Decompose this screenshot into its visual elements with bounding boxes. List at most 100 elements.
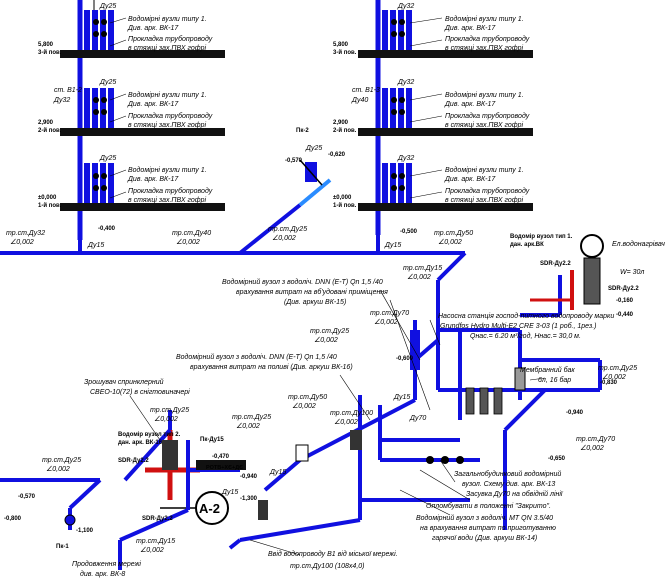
floor-label: 3-й пов. [38, 49, 62, 56]
floor-2-right [358, 88, 533, 136]
meter-label: на врахування витрат по приготуванню [420, 525, 557, 532]
elev-label: -0,400 [98, 226, 116, 232]
dn-label: Ду32 [397, 155, 414, 162]
meter-label: Загальнобудинковий водомірний [454, 470, 561, 478]
riser-id: ст. В1-2 [54, 87, 82, 94]
note: Прокладка трубопроводу [445, 187, 530, 195]
pk-label: Пк-Ду15 [200, 437, 224, 443]
note: Див. арк. ВК-17 [444, 176, 496, 183]
dn-label: Ду15 [384, 242, 401, 249]
meter-label: Водомір вузол тип 2. [118, 432, 181, 438]
meter-label: врахування витрат на поливі (Див. аркуш … [190, 363, 353, 371]
elev-label: 2,900 [38, 120, 54, 126]
elev-label: -1,300 [240, 496, 258, 502]
elev-label-floor: 2-й пов. [38, 127, 62, 134]
pipe-label: тр.ст.Ду70 [370, 310, 409, 317]
dn-label: Ду25 [99, 3, 116, 10]
pipe-label: тр.ст.Ду50 [434, 230, 473, 237]
elev-label: -0,940 [240, 474, 258, 480]
pk2-valve: Пк-2 Ду25 -0,570 -0,620 [285, 128, 346, 186]
note: Водомірні вузли типу 1. [128, 166, 207, 174]
water-heater-group: Водомір вузол тип 1. дан. арк.ВК Ел.водо… [510, 234, 665, 318]
floor-label: 3-й пов. [333, 49, 357, 56]
slope-label: ∠0,002 [374, 318, 398, 326]
pump-label: Qнас.= 6.20 м³/год, Hнас.= 30,0 м. [470, 332, 581, 340]
meter-label: Водомірний вузол з водоліч. DNN (E-T) Qn… [176, 353, 337, 361]
slope-label: ∠0,002 [236, 422, 260, 430]
note: в стяжці зах.ПВХ гофрі [128, 196, 207, 204]
elev-label: -0,800 [4, 516, 22, 522]
dn-label: Ду25 [305, 145, 322, 152]
tank-label: 6л, 16 бар [538, 376, 571, 384]
pipe-label: тр.ст.Ду100 [330, 410, 373, 417]
pipe-label: тр.ст.Ду70 [576, 436, 615, 443]
left-lower: Зрошувач спринклерний CBEO-10(72) в сніг… [0, 378, 246, 578]
meter-label: Водомір вузол тип 1. [510, 234, 573, 240]
riser-id: ст. В1-3 [352, 87, 380, 94]
code-label: SDR-Ду2.2 [118, 458, 149, 464]
dn-label: Ду15 [221, 489, 238, 496]
axon-marker: A-2 [160, 491, 229, 525]
meter-label: Водомірний вузол з водоліч. MT QN 3.5/40 [416, 514, 553, 522]
note: Див. арк. ВК-17 [444, 101, 496, 108]
sprinkler-label: CBEO-10(72) в снігтовиначері [90, 388, 190, 396]
note: в стяжці зах.ПВХ гофрі [445, 121, 524, 129]
note: Див. арк. ВК-17 [127, 101, 179, 108]
elev-label: -0,160 [616, 298, 634, 304]
pipe-label: тр.ст.Ду25 [598, 365, 637, 372]
slope-label: ∠0,002 [602, 373, 626, 381]
elev-label: -0,570 [18, 494, 36, 500]
tank-label: Мембранний бак [520, 366, 575, 374]
meter-label: дан. арк.ВК [510, 242, 544, 248]
leader-lines [129, 289, 546, 556]
elev-label: -0,500 [400, 229, 418, 235]
pipe-label: тр.ст.Ду100 (108х4,0) [290, 563, 365, 570]
meter-label: дан. арк. ВК-16 [118, 440, 163, 446]
meter-label: (Див. аркуш ВК-15) [284, 299, 346, 306]
dn-label: Ду25 [99, 79, 116, 86]
floor-label: 1-й пов. [333, 202, 357, 209]
note: Див. арк. ВК-17 [127, 25, 179, 32]
axon-label: A-2 [199, 501, 220, 516]
dn-label: Ду25 [99, 155, 116, 162]
pipe-label: тр.ст.Ду15 [403, 265, 442, 272]
pk-label: Пк-1 [56, 544, 69, 550]
heater-label: Ел.водонагрівач [612, 240, 665, 248]
heater-label: W= 30л [620, 269, 644, 276]
meter-label: Водомірний вузол з водоліч. DNN (E-T) Qn… [222, 278, 383, 286]
pump-label: Насосна станція господ-питного водопрово… [438, 312, 614, 320]
elev-label: ±0,000 [333, 195, 352, 201]
slope-label: ∠0,002 [580, 444, 604, 452]
floor-1-left [60, 163, 225, 211]
note: Прокладка трубопроводу [445, 35, 530, 43]
elev-label: -0,830 [600, 380, 618, 386]
note: Водомірні вузли типу 1. [445, 15, 524, 23]
note: Прокладка трубопроводу [128, 35, 213, 43]
meter-label: вузол. Схему див. арк. ВК-13 [462, 480, 555, 488]
floor-3-left [60, 10, 225, 58]
elev-label: ±0,000 [38, 195, 57, 201]
pipe-label: тр.ст.Ду25 [310, 328, 349, 335]
dn-label: Ду32 [397, 3, 414, 10]
floor-label: 2-й пов. [333, 127, 357, 134]
elev-label: -0,440 [616, 312, 634, 318]
code-label: SDR-Ду2.2 [142, 516, 173, 522]
left-riser: 5,800 3-й пов. 2,900 2-й пов. ±0,000 1-й… [38, 0, 225, 240]
pipe-label: тр.ст.Ду25 [268, 226, 307, 233]
note: Див. арк. ВК-17 [127, 176, 179, 183]
note: Див. арк. ВК-17 [444, 25, 496, 32]
elev-label: -0,600 [396, 356, 414, 362]
elev-label: -0,650 [548, 456, 566, 462]
meter-label: врахування витрат на вб'удовані приміщен… [236, 288, 388, 296]
elev-label: 2,900 [333, 120, 349, 126]
valve-label: Засувка Ду70 на обвідній лінії [466, 490, 564, 498]
elev-label: 5,800 [333, 42, 349, 48]
floor-2-left [60, 88, 225, 136]
valve-label: Опломбувати в положенні "Закрито". [426, 502, 551, 510]
riser-dn: Ду32 [53, 97, 70, 104]
note: Водомірні вузли типу 1. [128, 15, 207, 23]
pump-station: Насосна станція господ-питного водопрово… [438, 312, 637, 530]
pipe-label: тр.ст.Ду25 [42, 457, 81, 464]
floor-3-right [358, 10, 533, 58]
